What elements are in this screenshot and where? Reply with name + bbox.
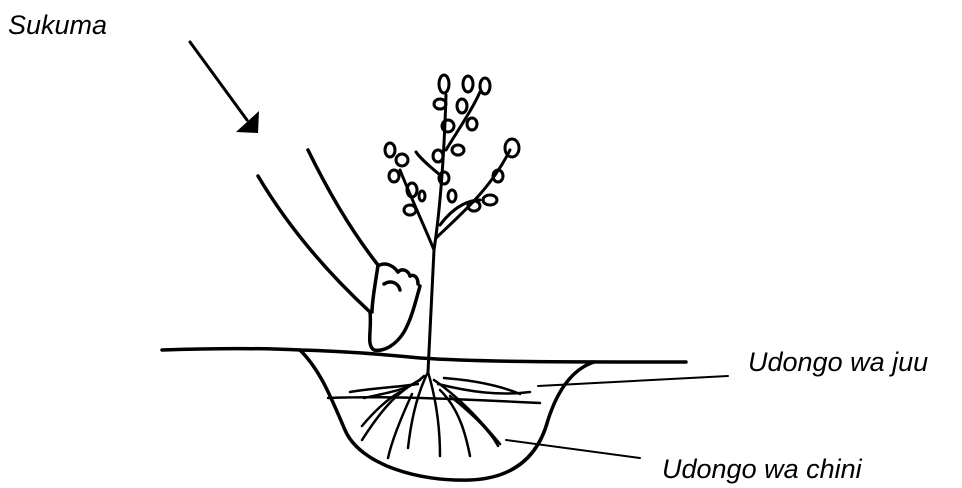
push-arrow bbox=[190, 42, 259, 133]
seedling bbox=[400, 92, 510, 372]
planting-hole bbox=[162, 349, 686, 481]
leaves bbox=[385, 75, 519, 215]
label-push: Sukuma bbox=[8, 12, 107, 39]
label-subsoil: Udongo wa chini bbox=[662, 456, 862, 483]
leader-lines bbox=[506, 376, 728, 458]
label-topsoil: Udongo wa juu bbox=[748, 349, 928, 376]
roots bbox=[350, 372, 530, 458]
